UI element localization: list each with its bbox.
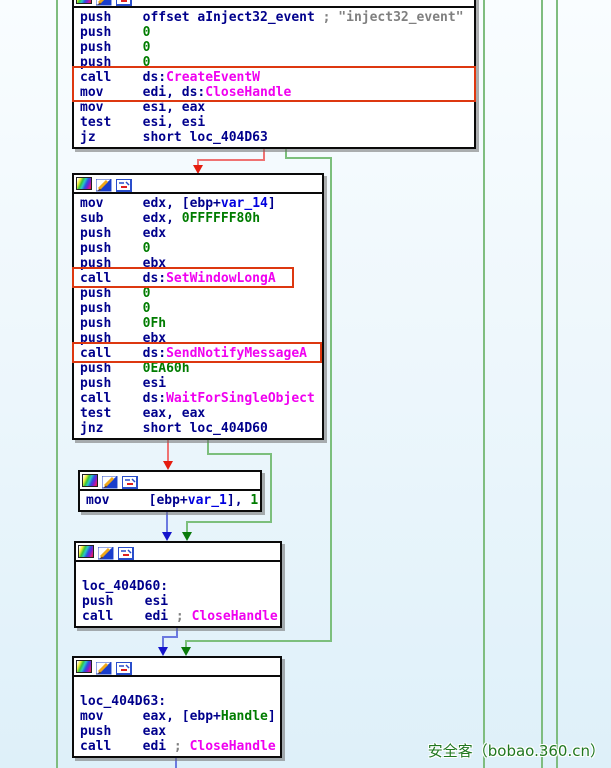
code-line[interactable]: push 0	[80, 40, 151, 55]
arrowhead	[158, 647, 168, 656]
disassembly-code[interactable]: mov [ebp+var_1], 1	[80, 491, 260, 510]
edit-node-icon[interactable]	[97, 545, 114, 560]
code-line[interactable]: push esi	[82, 594, 169, 609]
code-line[interactable]: push 0	[80, 301, 151, 316]
code-line[interactable]: call ds:SendNotifyMessageA	[80, 346, 307, 361]
disassembly-code[interactable]: push offset aInject32_event ; "inject32_…	[74, 8, 474, 147]
group-node-icon[interactable]	[117, 545, 134, 560]
code-line[interactable]: push edx	[80, 226, 167, 241]
edit-node-icon[interactable]	[95, 660, 112, 675]
code-line[interactable]: sub edx, 0FFFFFF80h	[80, 211, 261, 226]
disassembly-code[interactable]: loc_404D63:mov eax, [ebp+Handle]push eax…	[74, 677, 280, 756]
code-line[interactable]	[82, 564, 280, 579]
basic-block-sendnotify[interactable]: mov edx, [ebp+var_14]sub edx, 0FFFFFF80h…	[72, 173, 324, 440]
code-line[interactable]: call edi ; CloseHandle	[80, 739, 276, 754]
code-line[interactable]: jnz short loc_404D60	[80, 421, 268, 436]
code-line[interactable]: push 0EA60h	[80, 361, 190, 376]
code-line[interactable]: mov eax, [ebp+Handle]	[80, 709, 276, 724]
code-line[interactable]: push offset aInject32_event ; "inject32_…	[80, 10, 464, 25]
flow-guide-line-right-1	[483, 0, 485, 768]
palette-icon[interactable]	[76, 177, 92, 190]
code-line[interactable]: push ebx	[80, 256, 167, 271]
code-line[interactable]: push eax	[80, 724, 167, 739]
arrowhead	[162, 532, 172, 541]
code-line[interactable]: call edi ; CloseHandle	[82, 609, 278, 624]
basic-block-loc-404d63[interactable]: loc_404D63:mov eax, [ebp+Handle]push eax…	[72, 656, 282, 758]
code-line[interactable]: loc_404D63:	[80, 694, 167, 709]
node-toolbar	[74, 0, 474, 8]
group-node-icon[interactable]	[115, 660, 132, 675]
palette-icon[interactable]	[76, 0, 92, 4]
basic-block-set-var1[interactable]: mov [ebp+var_1], 1	[78, 470, 262, 512]
edit-node-icon[interactable]	[95, 0, 112, 6]
palette-icon[interactable]	[78, 545, 94, 558]
code-line[interactable]: push 0Fh	[80, 316, 167, 331]
arrowhead	[193, 165, 203, 174]
code-line[interactable]: push 0	[80, 241, 151, 256]
code-line[interactable]: call ds:WaitForSingleObject	[80, 391, 315, 406]
edit-node-icon[interactable]	[95, 177, 112, 192]
watermark: 安全客（bobao.360.cn）	[427, 742, 605, 760]
flow-guide-line-right-3	[556, 0, 558, 768]
code-line[interactable]: push 0	[80, 25, 151, 40]
code-line[interactable]: call ds:CreateEventW	[80, 70, 261, 85]
code-line[interactable]: mov edi, ds:CloseHandle	[80, 85, 292, 100]
arrowhead	[181, 647, 191, 656]
node-toolbar	[80, 472, 260, 491]
code-line[interactable]: test eax, eax	[80, 406, 206, 421]
code-line[interactable]: jz short loc_404D63	[80, 130, 268, 145]
code-line[interactable]: loc_404D60:	[82, 579, 169, 594]
edit-node-icon[interactable]	[101, 474, 118, 489]
disassembly-code[interactable]: mov edx, [ebp+var_14]sub edx, 0FFFFFF80h…	[74, 194, 322, 438]
code-line[interactable]: push 0	[80, 286, 151, 301]
node-toolbar	[76, 543, 280, 562]
basic-block-createevent[interactable]: push offset aInject32_event ; "inject32_…	[72, 0, 476, 149]
code-line[interactable]: push esi	[80, 376, 167, 391]
group-node-icon[interactable]	[115, 0, 132, 6]
arrowhead	[163, 461, 173, 470]
group-node-icon[interactable]	[121, 474, 138, 489]
group-node-icon[interactable]	[115, 177, 132, 192]
code-line[interactable]: push 0	[80, 55, 151, 70]
code-line[interactable]: push ebx	[80, 331, 167, 346]
code-line[interactable]: call ds:SetWindowLongA	[80, 271, 276, 286]
flow-guide-line-left	[56, 0, 58, 768]
node-toolbar	[74, 658, 280, 677]
arrowhead	[182, 532, 192, 541]
flow-guide-line-right-2	[541, 0, 543, 768]
palette-icon[interactable]	[76, 660, 92, 673]
palette-icon[interactable]	[82, 474, 98, 487]
code-line[interactable]: mov edx, [ebp+var_14]	[80, 196, 276, 211]
code-line[interactable]	[80, 679, 280, 694]
code-line[interactable]: test esi, esi	[80, 115, 206, 130]
code-line[interactable]: mov [ebp+var_1], 1	[86, 493, 259, 508]
node-toolbar	[74, 175, 322, 194]
code-line[interactable]: mov esi, eax	[80, 100, 206, 115]
